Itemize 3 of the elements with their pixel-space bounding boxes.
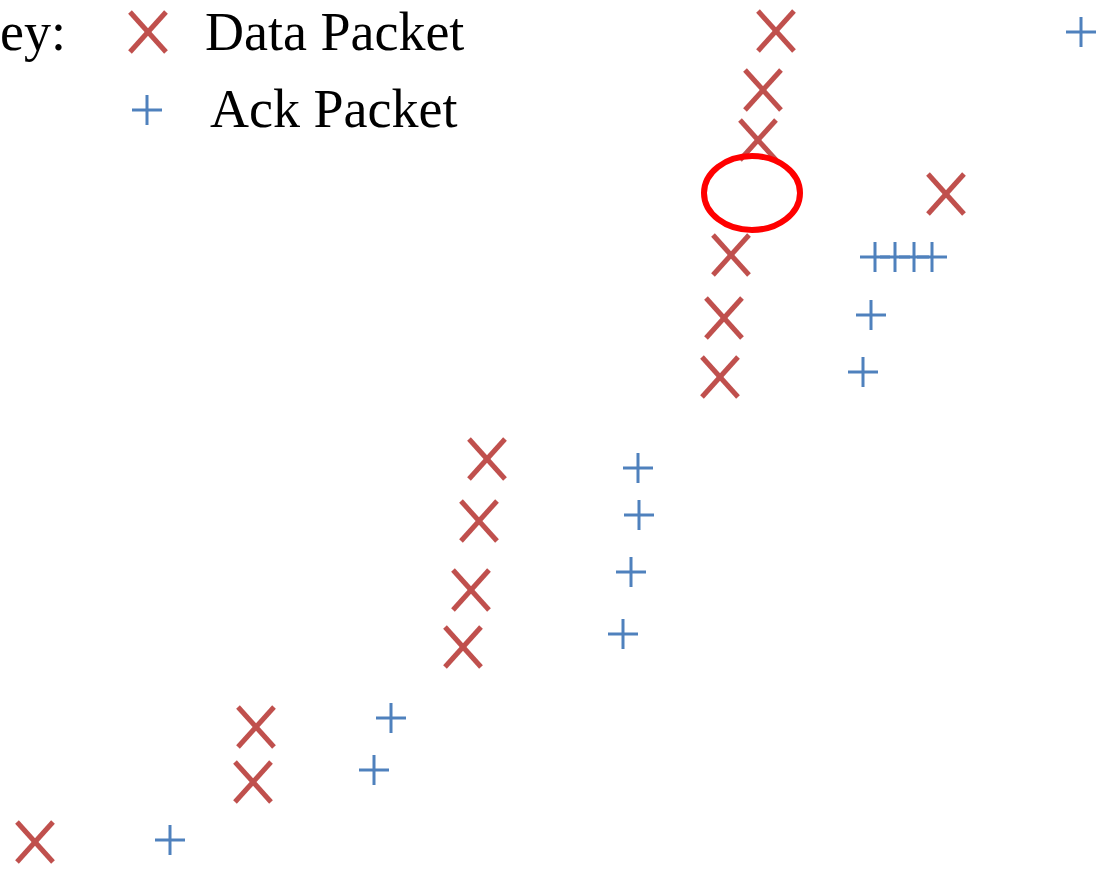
legend-label: Data Packet [205, 2, 465, 62]
legend-label: Ack Packet [210, 79, 458, 139]
key-label: ey: [0, 2, 66, 62]
